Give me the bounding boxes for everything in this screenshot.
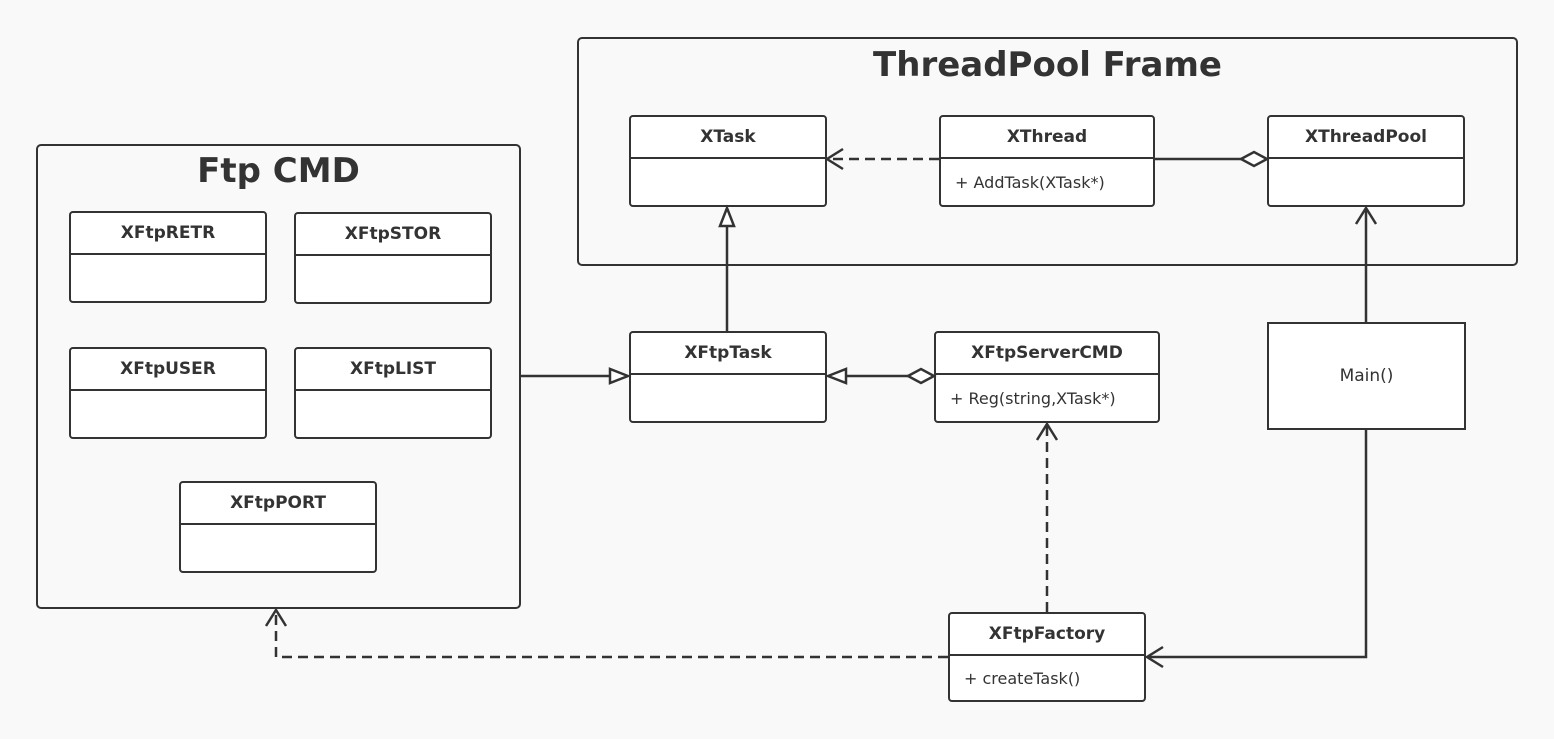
class-xtask-members	[631, 159, 825, 205]
main-box[interactable]: Main()	[1267, 322, 1466, 430]
ftp-cmd-frame-title: Ftp CMD	[197, 151, 360, 191]
class-xftplist-name: XFtpLIST	[296, 349, 490, 391]
dependency-xftpfactory-ftpcmd	[264, 607, 948, 659]
class-xftpretr-name: XFtpRETR	[71, 213, 265, 255]
class-xftplist-members	[296, 391, 490, 437]
class-xftpservercmd[interactable]: XFtpServerCMD + Reg(string,XTask*)	[934, 331, 1160, 423]
class-xftpfactory-name: XFtpFactory	[950, 614, 1144, 656]
aggregation-xftpservercmd-xftptask	[824, 367, 937, 385]
class-xftpport[interactable]: XFtpPORT	[179, 481, 377, 573]
class-xftpretr[interactable]: XFtpRETR	[69, 211, 267, 303]
threadpool-frame-title: ThreadPool Frame	[873, 45, 1222, 85]
class-xftpstor-members	[296, 256, 490, 302]
class-xftpfactory[interactable]: XFtpFactory + createTask()	[948, 612, 1146, 702]
class-xftpuser[interactable]: XFtpUSER	[69, 347, 267, 439]
dependency-xftpfactory-xftpservercmd	[1035, 421, 1059, 612]
class-xftpservercmd-name: XFtpServerCMD	[936, 333, 1158, 375]
class-xthread-name: XThread	[941, 117, 1153, 159]
generalization-ftpcmd-xftptask	[521, 367, 632, 385]
class-xtask[interactable]: XTask	[629, 115, 827, 207]
class-xftpstor[interactable]: XFtpSTOR	[294, 212, 492, 304]
class-xftpuser-name: XFtpUSER	[71, 349, 265, 391]
class-xftpstor-name: XFtpSTOR	[296, 214, 490, 256]
class-xftpretr-members	[71, 255, 265, 301]
class-xftpport-members	[181, 525, 375, 571]
class-xftplist[interactable]: XFtpLIST	[294, 347, 492, 439]
class-xftpport-name: XFtpPORT	[181, 483, 375, 525]
association-main-xftpfactory	[1144, 430, 1368, 669]
class-xftptask-name: XFtpTask	[631, 333, 825, 375]
class-xthread-members: + AddTask(XTask*)	[955, 172, 1105, 192]
main-box-label: Main()	[1339, 366, 1394, 386]
class-xftpservercmd-members: + Reg(string,XTask*)	[950, 388, 1116, 408]
class-xtask-name: XTask	[631, 117, 825, 159]
class-xftptask[interactable]: XFtpTask	[629, 331, 827, 423]
class-xthreadpool[interactable]: XThreadPool	[1267, 115, 1465, 207]
class-xthreadpool-name: XThreadPool	[1269, 117, 1463, 159]
class-xthread[interactable]: XThread + AddTask(XTask*)	[939, 115, 1155, 207]
class-xftpfactory-members: + createTask()	[964, 668, 1081, 688]
class-xthreadpool-members	[1269, 159, 1463, 205]
class-xftptask-members	[631, 375, 825, 421]
class-xftpuser-members	[71, 391, 265, 437]
